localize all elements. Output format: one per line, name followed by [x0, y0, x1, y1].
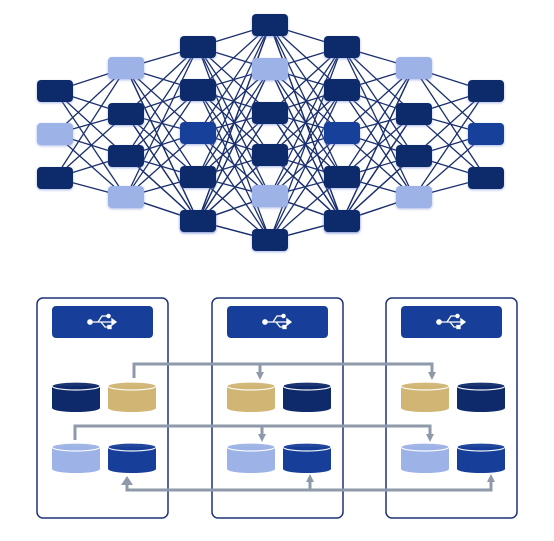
connection-line — [125, 113, 199, 222]
network-node — [252, 102, 288, 124]
connection-line — [269, 46, 343, 156]
usb-icon — [262, 313, 293, 330]
network-node — [468, 80, 504, 102]
network-node — [37, 123, 73, 145]
network-node — [468, 123, 504, 145]
disk-icon — [456, 381, 506, 412]
connection-line — [54, 90, 127, 198]
replication-arrow — [132, 362, 436, 380]
network-node — [324, 210, 360, 232]
connection-line — [413, 90, 487, 198]
arrowhead — [121, 476, 133, 485]
connection-line — [269, 112, 343, 222]
connection-line — [197, 24, 271, 178]
network-node — [324, 166, 360, 188]
disk-icon — [226, 442, 276, 473]
network-node — [108, 145, 144, 167]
connection-line — [341, 67, 415, 222]
network-node — [37, 80, 73, 102]
network-node — [180, 166, 216, 188]
network-node — [396, 186, 432, 208]
storage-cluster — [36, 297, 518, 519]
network-node — [324, 122, 360, 144]
server-node — [211, 297, 344, 519]
disk-icon — [400, 442, 450, 473]
disk-icon — [107, 442, 157, 473]
network-node — [108, 103, 144, 125]
connection-line — [269, 132, 343, 241]
disk-icon — [51, 442, 101, 473]
replication-arrow — [73, 424, 434, 442]
network-node — [180, 210, 216, 232]
network-node — [252, 229, 288, 251]
network-node — [468, 167, 504, 189]
connection-line — [197, 68, 271, 222]
disk-icon — [107, 381, 157, 412]
network-node — [396, 145, 432, 167]
usb-icon — [436, 313, 467, 330]
server-node — [385, 297, 518, 519]
network-node — [396, 103, 432, 125]
usb-icon — [87, 313, 118, 330]
disk-icon — [456, 442, 506, 473]
disk-icon — [400, 381, 450, 412]
connection-line — [341, 46, 415, 115]
network-node — [252, 144, 288, 166]
network-node — [180, 79, 216, 101]
connection-line — [197, 112, 271, 222]
network-node — [37, 167, 73, 189]
neural-network — [37, 14, 504, 251]
server-node — [36, 297, 169, 519]
disk-icon — [226, 381, 276, 412]
connection-line — [125, 89, 199, 198]
connection-line — [197, 24, 271, 134]
network-node — [396, 57, 432, 79]
network-node — [180, 36, 216, 58]
connection-line — [125, 46, 199, 115]
connection-line — [54, 67, 127, 179]
network-node — [252, 58, 288, 80]
disk-icon — [282, 442, 332, 473]
network-node — [252, 185, 288, 207]
connection-line — [197, 24, 271, 222]
connection-line — [269, 89, 343, 241]
connection-line — [197, 89, 271, 197]
connection-line — [341, 67, 415, 178]
connection-line — [341, 113, 415, 222]
network-node — [324, 36, 360, 58]
replication-arrows — [73, 362, 495, 492]
disk-icon — [282, 381, 332, 412]
connection-line — [269, 46, 343, 197]
network-node — [180, 122, 216, 144]
network-node — [324, 79, 360, 101]
connection-line — [125, 46, 199, 198]
disk-icon — [51, 381, 101, 412]
network-node — [108, 57, 144, 79]
connection-line — [125, 46, 199, 157]
network-node — [252, 14, 288, 36]
network-node — [108, 186, 144, 208]
